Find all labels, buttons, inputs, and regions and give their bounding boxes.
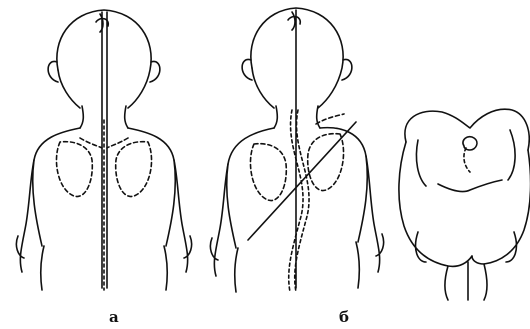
figure-a-back-normal [16,10,191,290]
figure-label-a: а [109,308,119,326]
figure-label-b: б [339,308,349,326]
figure-c-forward-bend [399,109,530,300]
figure-b-back-scoliosis [210,8,383,292]
